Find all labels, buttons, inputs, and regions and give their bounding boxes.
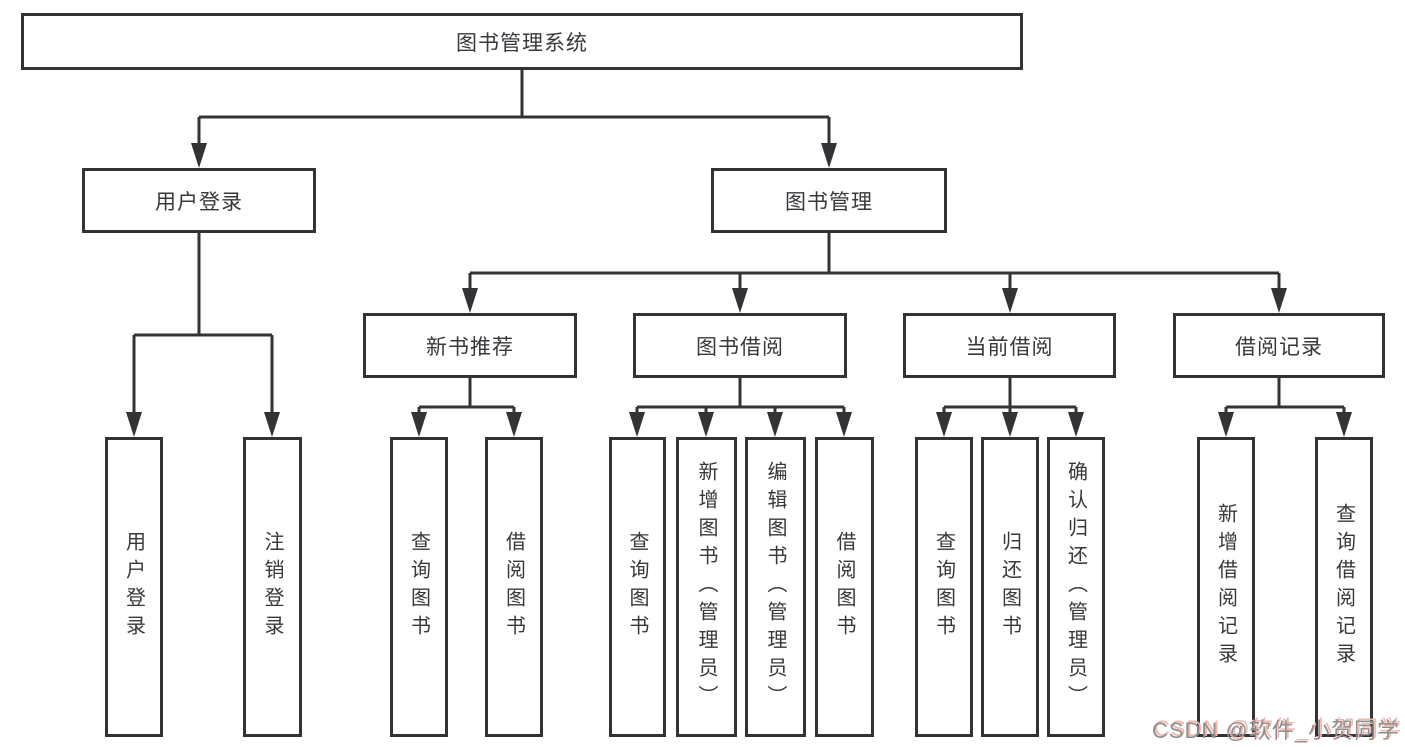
- arrowhead-down-icon: [698, 412, 714, 437]
- leaf-label: 确认归还（管理员）: [1064, 461, 1087, 713]
- arrowhead-down-icon: [732, 288, 748, 313]
- connector-borrow-record-children: [1218, 378, 1352, 437]
- leaf-return-book: 归还图书: [981, 437, 1039, 737]
- arrowhead-down-icon: [936, 412, 952, 437]
- leaf-query-books-current: 查询图书: [915, 437, 973, 737]
- leaf-query-books-recommend: 查询图书: [390, 437, 448, 737]
- leaf-label: 借阅图书: [502, 531, 525, 643]
- node-new-book-recommend: 新书推荐: [363, 313, 577, 378]
- node-borrow-record: 借阅记录: [1173, 313, 1385, 378]
- leaf-add-book-admin: 新增图书（管理员）: [676, 437, 737, 737]
- leaf-confirm-return-admin: 确认归还（管理员）: [1047, 437, 1105, 737]
- node-user-login: 用户登录: [82, 168, 316, 233]
- node-root: 图书管理系统: [21, 13, 1023, 70]
- leaf-borrow-books-borrow: 借阅图书: [815, 437, 874, 737]
- leaf-query-books-borrow: 查询图书: [609, 437, 666, 737]
- arrowhead-down-icon: [462, 288, 478, 313]
- arrowhead-down-icon: [506, 412, 522, 437]
- arrowhead-down-icon: [1218, 412, 1234, 437]
- arrowhead-down-icon: [629, 412, 645, 437]
- leaf-label: 查询图书: [407, 531, 430, 643]
- arrowhead-down-icon: [1336, 412, 1352, 437]
- leaf-label: 编辑图书（管理员）: [764, 461, 786, 713]
- connector-new-book-recommend-children: [411, 378, 522, 437]
- arrowhead-down-icon: [821, 143, 837, 168]
- leaf-label: 用户登录: [122, 531, 145, 643]
- arrowhead-down-icon: [411, 412, 427, 437]
- arrowhead-down-icon: [1271, 288, 1287, 313]
- arrowhead-down-icon: [836, 412, 852, 437]
- leaf-user-login: 用户登录: [105, 437, 163, 737]
- leaf-label: 查询图书: [626, 531, 648, 643]
- connector-user-login-children: [126, 233, 280, 437]
- arrowhead-down-icon: [264, 412, 280, 437]
- leaf-label: 新增图书（管理员）: [695, 461, 717, 713]
- node-current-borrow: 当前借阅: [903, 313, 1116, 378]
- leaf-label: 查询图书: [932, 531, 955, 643]
- arrowhead-down-icon: [1002, 412, 1018, 437]
- node-book-borrow: 图书借阅: [633, 313, 847, 378]
- leaf-label: 归还图书: [998, 531, 1021, 643]
- connector-book-management-children: [462, 233, 1287, 313]
- connector-book-borrow-children: [629, 378, 852, 437]
- connector-root-to-level2: [191, 69, 837, 168]
- connector-current-borrow-children: [936, 378, 1084, 437]
- leaf-query-borrow-record: 查询借阅记录: [1315, 437, 1373, 737]
- leaf-add-borrow-record: 新增借阅记录: [1197, 437, 1255, 737]
- node-book-management: 图书管理: [711, 168, 947, 233]
- leaf-borrow-books-recommend: 借阅图书: [485, 437, 543, 737]
- arrowhead-down-icon: [767, 412, 783, 437]
- leaf-label: 借阅图书: [833, 531, 855, 643]
- arrowhead-down-icon: [1068, 412, 1084, 437]
- csdn-watermark: CSDN @软件_小贺同学: [1151, 718, 1400, 743]
- leaf-logout: 注销登录: [243, 437, 302, 737]
- leaf-edit-book-admin: 编辑图书（管理员）: [745, 437, 806, 737]
- arrowhead-down-icon: [1002, 288, 1018, 313]
- leaf-label: 注销登录: [261, 531, 283, 643]
- leaf-label: 查询借阅记录: [1332, 503, 1355, 671]
- arrowhead-down-icon: [191, 143, 207, 168]
- leaf-label: 新增借阅记录: [1214, 503, 1237, 671]
- arrowhead-down-icon: [126, 412, 142, 437]
